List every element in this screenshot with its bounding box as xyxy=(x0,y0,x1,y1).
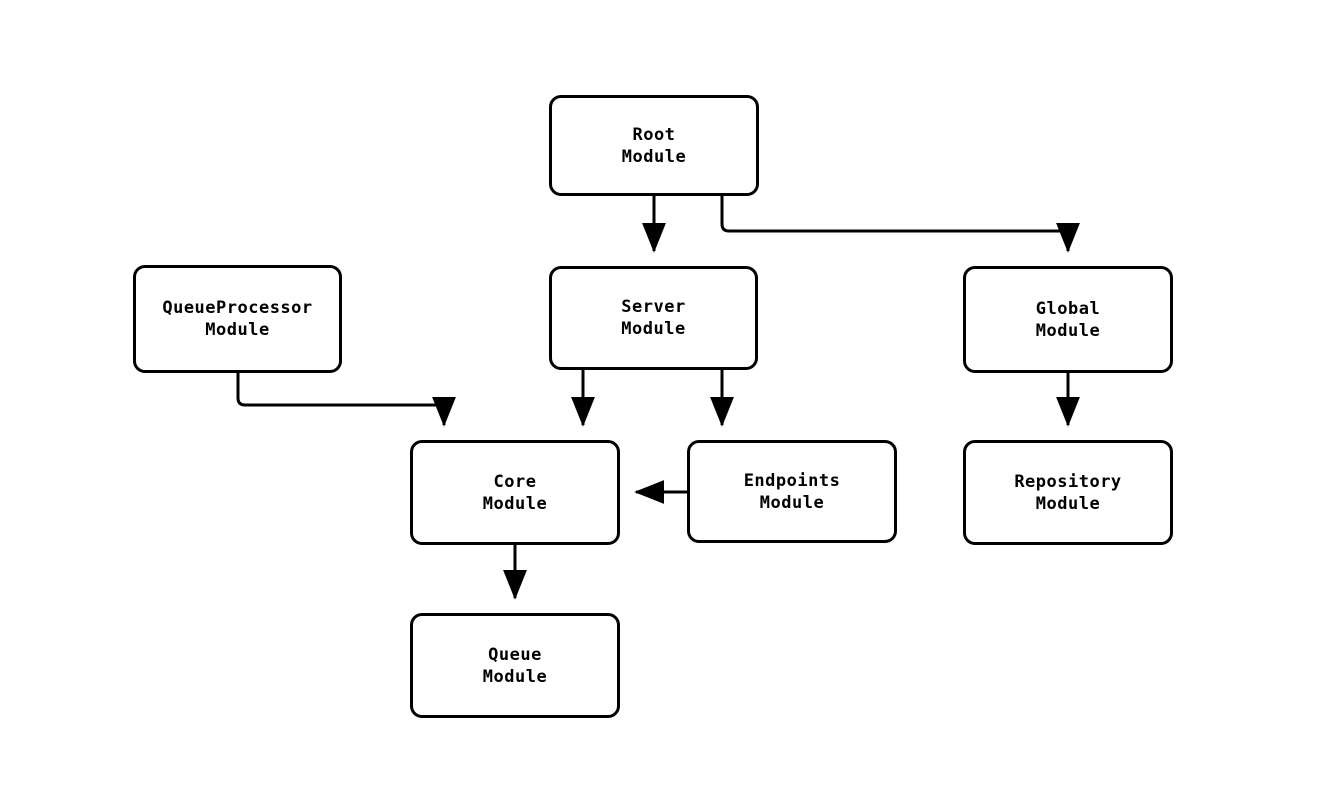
node-queueprocessor-module-label-line2: Module xyxy=(205,320,270,340)
node-queue-module-label-line2: Module xyxy=(482,666,548,687)
node-queueprocessor-module-label-line1: QueueProcessor xyxy=(162,298,313,318)
node-repository-module-label-line2: Module xyxy=(1035,493,1101,514)
node-server-module[interactable]: Server Module xyxy=(549,266,758,370)
node-server-module-label-line1: Server xyxy=(621,297,686,317)
node-endpoints-module[interactable]: Endpoints Module xyxy=(687,440,897,543)
node-core-module-label-line2: Module xyxy=(482,493,548,514)
node-repository-module-label-line1: Repository xyxy=(1014,471,1122,492)
node-queueprocessor-module[interactable]: QueueProcessor Module xyxy=(133,265,342,373)
node-queue-module-label-line1: Queue xyxy=(488,644,542,665)
node-endpoints-module-label-line2: Module xyxy=(759,492,825,513)
edge-queueprocessor-to-core xyxy=(236,373,456,427)
edge-root-to-global xyxy=(720,196,1080,253)
node-core-module[interactable]: Core Module xyxy=(410,440,620,545)
node-server-module-label-line2: Module xyxy=(621,319,686,339)
node-root-module[interactable]: Root Module xyxy=(549,95,759,196)
node-repository-module[interactable]: Repository Module xyxy=(963,440,1173,545)
node-queue-module[interactable]: Queue Module xyxy=(410,613,620,718)
node-global-module-label-line2: Module xyxy=(1035,320,1101,341)
node-global-module-label-line1: Global xyxy=(1035,298,1101,319)
node-root-module-label-line1: Root xyxy=(632,124,676,145)
node-root-module-label-line2: Module xyxy=(621,146,687,167)
node-global-module[interactable]: Global Module xyxy=(963,266,1173,373)
node-core-module-label-line1: Core xyxy=(493,471,537,492)
node-endpoints-module-label-line1: Endpoints xyxy=(743,470,841,491)
